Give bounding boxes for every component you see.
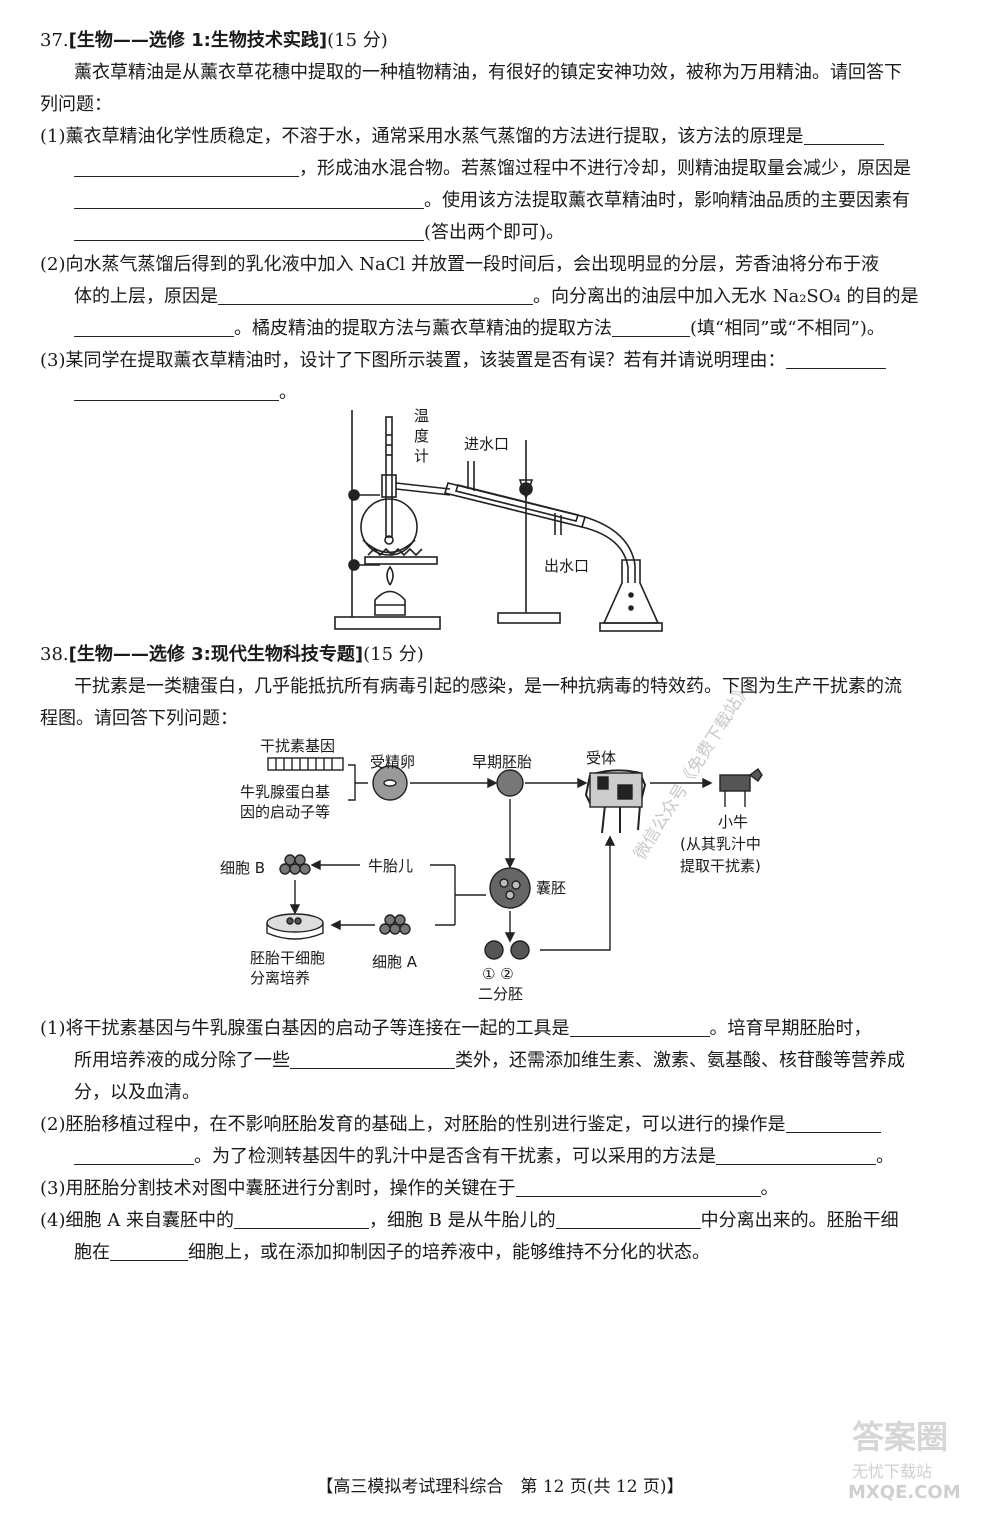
answer-blank[interactable] (612, 316, 690, 337)
answer-blank[interactable] (74, 220, 424, 241)
q38-part2-line2: 。为了检测转基因牛的乳汁中是否含有干扰素，可以采用的方法是。 (74, 1142, 1000, 1172)
q37-part3-line1: (3)某同学在提取薰衣草精油时，设计了下图所示装置，该装置是否有误？若有并请说明… (40, 346, 990, 376)
stand-base-left (334, 616, 441, 630)
label-culture-1: 胚胎干细胞 (250, 949, 326, 967)
q37-part1-line1: (1)薰衣草精油化学性质稳定，不溶于水，通常采用水蒸气蒸馏的方法进行提取，该方法… (40, 122, 990, 152)
answer-blank[interactable] (110, 1240, 188, 1261)
answer-blank[interactable] (74, 380, 279, 401)
corner-watermark-logo: 答案圈 (852, 1418, 949, 1456)
q37-part1-line2: ，形成油水混合物。若蒸馏过程中不进行冷却，则精油提取量会减少，原因是 (74, 154, 1000, 184)
blastocyst (489, 867, 531, 909)
q37-part1-line3: 。使用该方法提取薰衣草精油时，影响精油品质的主要因素有 (74, 186, 1000, 216)
interferon-flowchart-figure: 干扰素基因 牛乳腺蛋白基 因的启动子等 受精卵 早期胚胎 受体 小牛 (从其乳汁… (220, 735, 780, 1005)
label-culture-2: 分离培养 (250, 969, 311, 987)
answer-blank[interactable] (785, 1112, 881, 1133)
answer-blank[interactable] (569, 1016, 710, 1037)
stand-base-middle (497, 612, 561, 624)
q38-part4-line2: 胞在细胞上，或在添加抑制因子的培养液中，能够维持不分化的状态。 (74, 1240, 710, 1263)
q38-intro-1: 干扰素是一类糖蛋白，几乎能抵抗所有病毒引起的感染，是一种抗病毒的特效药。下图为生… (74, 676, 902, 697)
alcohol-lamp (374, 590, 406, 616)
split-embryo-2 (510, 940, 530, 960)
label-milk-2: 提取干扰素) (680, 857, 761, 875)
thermometer (385, 416, 393, 538)
round-flask (360, 498, 418, 556)
answer-blank[interactable] (74, 316, 234, 337)
split-embryo-1 (484, 940, 504, 960)
flask-neck (381, 474, 397, 498)
answer-blank[interactable] (785, 348, 886, 369)
label-thermometer-3: 计 (414, 447, 430, 465)
q37-part2-line1: (2)向水蒸气蒸馏后得到的乳化液中加入 NaCl 并放置一段时间后，会出现明显的… (40, 254, 879, 275)
label-calf: 小牛 (718, 813, 749, 831)
calf (719, 774, 751, 792)
corner-watermark-url: MXQE.COM (848, 1482, 961, 1503)
answer-blank[interactable] (716, 1144, 876, 1165)
answer-blank[interactable] (555, 1208, 701, 1229)
label-milk-1: (从其乳汁中 (680, 835, 761, 853)
distillation-apparatus-figure: 温 度 计 进水口 出水口 (330, 405, 670, 635)
label-recipient: 受体 (586, 749, 617, 767)
q37-part1-line4: (答出两个即可)。 (74, 218, 1000, 248)
label-cell-b: 细胞 B (220, 859, 266, 877)
interferon-flowchart-drawing (266, 757, 763, 960)
page-footer: 【高三模拟考试理科综合 第 12 页(共 12 页)】 (316, 1477, 684, 1497)
label-blastocyst: 囊胚 (536, 879, 567, 897)
label-twin-numbers: ① ② (482, 965, 514, 983)
label-thermometer-2: 度 (414, 427, 430, 445)
q38-part1-line3: 分，以及血清。 (74, 1082, 200, 1103)
label-cell-a: 细胞 A (372, 953, 418, 971)
q37-part2-line3: 。橘皮精油的提取方法与薰衣草精油的提取方法(填“相同”或“不相同”)。 (74, 314, 1000, 344)
answer-blank[interactable] (233, 1208, 369, 1229)
q38-part2-line1: (2)胚胎移植过程中，在不影响胚胎发育的基础上，对胚胎的性别进行鉴定，可以进行的… (40, 1110, 990, 1140)
label-thermometer-1: 温 (414, 407, 430, 425)
corner-watermark-site: 无忧下载站 (852, 1462, 933, 1481)
answer-blank[interactable] (74, 188, 424, 209)
label-bovine-fetus: 牛胎儿 (368, 857, 414, 875)
q38-part4-line1: (4)细胞 A 来自囊胚中的，细胞 B 是从牛胎儿的中分离出来的。胚胎干细 (40, 1208, 899, 1231)
answer-blank[interactable] (290, 1048, 455, 1069)
answer-blank[interactable] (74, 156, 299, 177)
early-embryo (496, 769, 524, 797)
q38-part1-line2: 所用培养液的成分除了一些类外，还需添加维生素、激素、氨基酸、核苷酸等营养成 (74, 1048, 905, 1071)
label-water-outlet: 出水口 (544, 557, 590, 575)
label-interferon-gene: 干扰素基因 (260, 737, 336, 755)
q37-header: 37.[生物——选修 1:生物技术实践](15 分) (40, 30, 388, 51)
answer-blank[interactable] (515, 1176, 761, 1197)
q37-part2-line2: 体的上层，原因是。向分离出的油层中加入无水 Na₂SO₄ 的目的是 (74, 284, 919, 307)
gene-bar (267, 757, 344, 771)
label-split-embryo: 二分胚 (478, 985, 524, 1003)
q37-intro-2: 列问题： (40, 94, 112, 115)
label-promoter-1: 牛乳腺蛋白基 (240, 783, 331, 801)
distillation-apparatus-drawing (334, 410, 663, 632)
label-water-inlet: 进水口 (464, 435, 510, 453)
q37-intro-1: 薰衣草精油是从薰衣草花穗中提取的一种植物精油，有很好的镇定安神功效，被称为万用精… (74, 62, 902, 83)
answer-blank[interactable] (218, 284, 533, 305)
label-fertilized-egg: 受精卵 (370, 753, 416, 771)
q38-header: 38.[生物——选修 3:现代生物科技专题](15 分) (40, 644, 424, 665)
q38-part3-line1: (3)用胚胎分割技术对图中囊胚进行分割时，操作的关键在于。 (40, 1176, 779, 1199)
label-early-embryo: 早期胚胎 (472, 753, 533, 771)
answer-blank[interactable] (803, 124, 884, 145)
q37-part3-line2: 。 (74, 378, 1000, 408)
answer-blank[interactable] (74, 1144, 194, 1165)
q38-intro-2: 程图。请回答下列问题： (40, 708, 238, 729)
conical-flask (602, 559, 660, 624)
q38-part1-line1: (1)将干扰素基因与牛乳腺蛋白基因的启动子等连接在一起的工具是。培育早期胚胎时， (40, 1016, 872, 1039)
label-promoter-2: 因的启动子等 (240, 803, 331, 821)
recipient-cow (584, 769, 647, 834)
